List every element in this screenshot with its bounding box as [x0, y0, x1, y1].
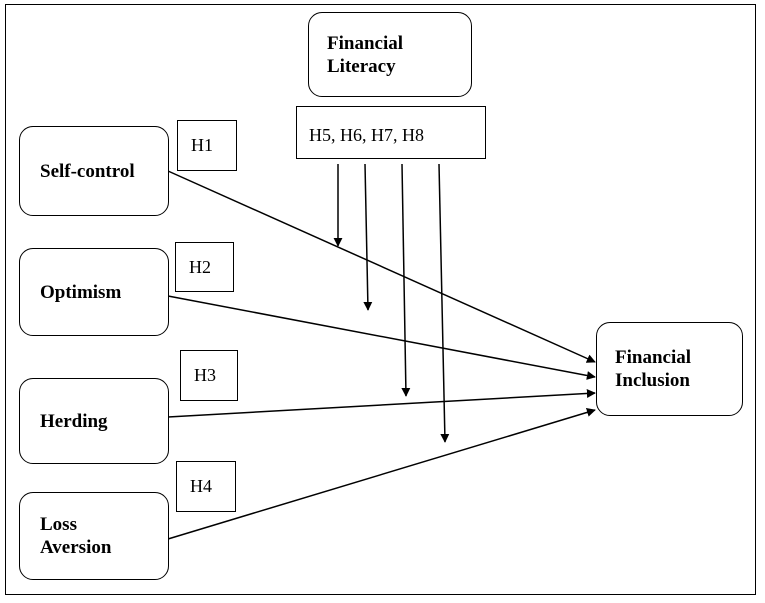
hypothesis-box-h2: H2 — [175, 242, 234, 292]
hypothesis-moderation-label: H5, H6, H7, H8 — [309, 125, 424, 145]
node-financial-inclusion: Financial Inclusion — [596, 322, 743, 416]
loss-aversion-line1: Loss — [40, 514, 77, 535]
hypothesis-h3-label: H3 — [194, 365, 216, 385]
arrow-optimism-to-inclusion — [167, 295, 596, 380]
hypothesis-box-moderation: H5, H6, H7, H8 — [296, 106, 486, 159]
optimism-label: Optimism — [40, 281, 122, 303]
arrow-self-control-to-inclusion — [167, 170, 596, 363]
arrow-loss-aversion-to-inclusion — [167, 408, 596, 540]
hypothesis-h4-label: H4 — [190, 476, 212, 496]
hypothesis-h1-label: H1 — [191, 135, 213, 155]
financial-inclusion-line1: Financial — [615, 347, 692, 368]
node-financial-literacy: Financial Literacy — [308, 12, 472, 97]
node-loss-aversion: Loss Aversion — [19, 492, 169, 580]
diagram-frame — [5, 4, 756, 595]
arrow-moderation-h8 — [438, 163, 450, 443]
node-optimism: Optimism — [19, 248, 169, 336]
loss-aversion-line2: Aversion — [40, 537, 112, 558]
node-herding: Herding — [19, 378, 169, 464]
financial-literacy-line1: Financial — [327, 32, 404, 54]
hypothesis-h2-label: H2 — [189, 257, 211, 277]
hypothesis-box-h1: H1 — [177, 120, 237, 171]
financial-literacy-line2: Literacy — [327, 55, 396, 77]
financial-inclusion-line2: Inclusion — [615, 370, 690, 391]
arrow-herding-to-inclusion — [167, 388, 596, 418]
herding-label: Herding — [40, 410, 108, 432]
hypothesis-box-h3: H3 — [180, 350, 238, 401]
hypothesis-box-h4: H4 — [176, 461, 236, 512]
node-self-control: Self-control — [19, 126, 169, 216]
arrow-moderation-h6 — [363, 163, 373, 311]
arrow-moderation-h7 — [401, 163, 411, 397]
self-control-label: Self-control — [40, 160, 135, 182]
